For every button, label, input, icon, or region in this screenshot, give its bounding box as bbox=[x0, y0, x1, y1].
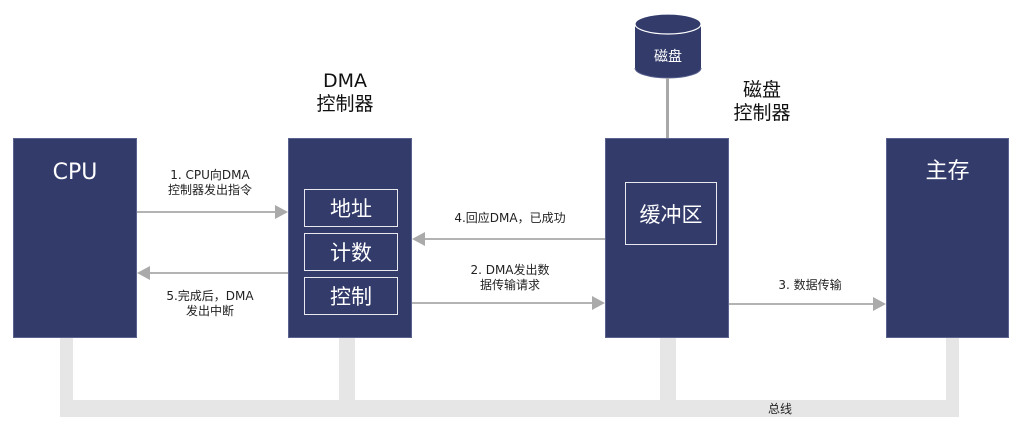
dma-caption-line1: DMA bbox=[322, 70, 368, 92]
step5-label: 5.完成后，DMA 发出中断 bbox=[166, 289, 254, 318]
dma-caption: DMA 控制器 bbox=[290, 70, 400, 116]
step5-arrow-line bbox=[149, 272, 288, 274]
step4-arrow-head-icon bbox=[412, 232, 425, 246]
bus-tap-dma bbox=[339, 338, 355, 417]
main-memory-box: 主存 bbox=[886, 138, 1009, 338]
step2-label: 2. DMA发出数 据传输请求 bbox=[470, 263, 550, 292]
bus-label: 总线 bbox=[767, 402, 792, 416]
system-bus bbox=[60, 400, 959, 417]
dma-register-address: 地址 bbox=[304, 189, 398, 227]
step3-arrow-head-icon bbox=[873, 297, 886, 311]
disk-controller-box: 缓冲区 bbox=[605, 138, 729, 338]
step4-arrow-line bbox=[424, 238, 605, 240]
step3-arrow-line bbox=[729, 303, 874, 305]
dma-controller-box: 地址 计数 控制 bbox=[288, 138, 412, 338]
cpu-box: CPU bbox=[13, 138, 137, 338]
step2-arrow-head-icon bbox=[592, 296, 605, 310]
cpu-title: CPU bbox=[52, 160, 98, 185]
dma-register-count: 计数 bbox=[304, 233, 398, 271]
bus-tap-cpu bbox=[60, 338, 73, 417]
disk-controller-caption-line1: 磁盘 bbox=[742, 79, 781, 101]
disk-cylinder-icon bbox=[634, 13, 702, 79]
disk-connector-line bbox=[666, 78, 669, 138]
step1-arrow-line bbox=[137, 211, 277, 213]
main-memory-title: 主存 bbox=[925, 159, 970, 184]
step3-label: 3. 数据传输 bbox=[778, 278, 842, 292]
bus-tap-disk-controller bbox=[660, 338, 676, 417]
disk-label: 磁盘 bbox=[654, 49, 682, 65]
disk-controller-caption: 磁盘 控制器 bbox=[712, 79, 812, 125]
dma-caption-line2: 控制器 bbox=[316, 93, 374, 115]
dma-register-control: 控制 bbox=[304, 277, 398, 315]
step2-arrow-line bbox=[412, 302, 594, 304]
step1-arrow-head-icon bbox=[275, 205, 288, 219]
disk-controller-caption-line2: 控制器 bbox=[733, 102, 791, 124]
step1-label: 1. CPU向DMA 控制器发出指令 bbox=[167, 168, 252, 197]
buffer-box: 缓冲区 bbox=[625, 182, 717, 245]
step5-arrow-head-icon bbox=[137, 266, 150, 280]
step4-label: 4.回应DMA，已成功 bbox=[454, 211, 566, 225]
bus-tap-memory bbox=[946, 338, 959, 417]
